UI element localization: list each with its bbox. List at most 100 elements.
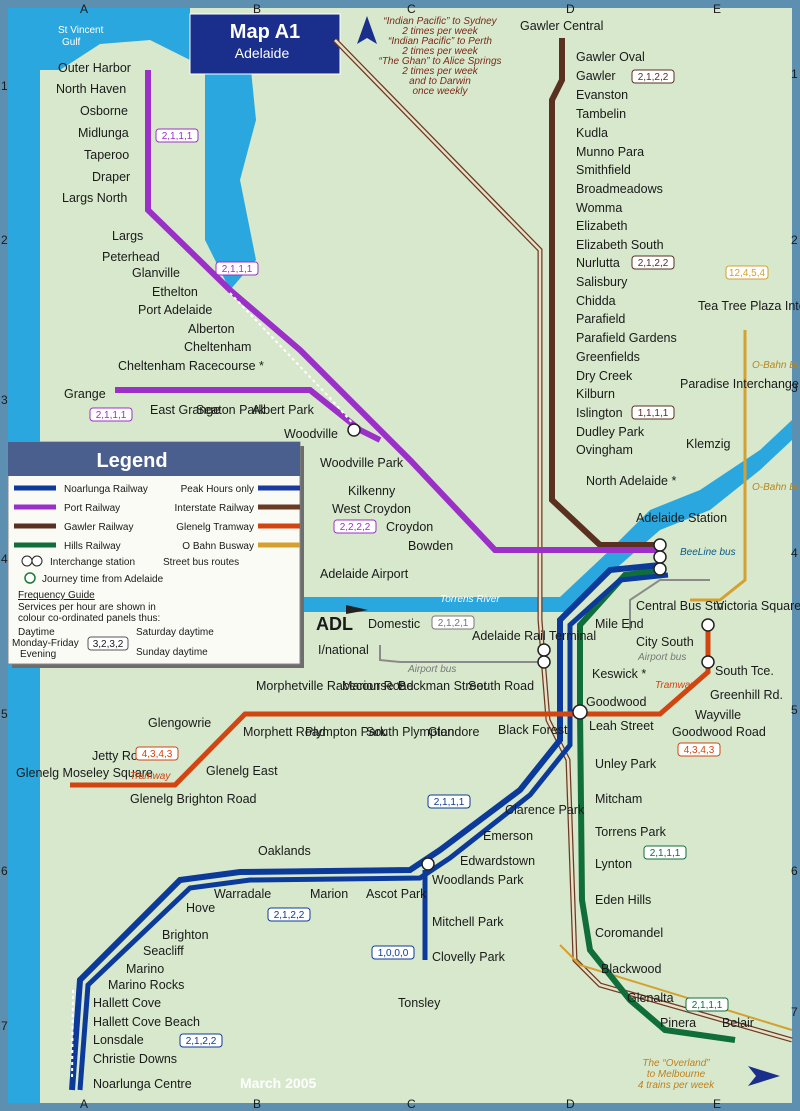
station-woodville_line-2[interactable]: West Croydon: [332, 502, 411, 516]
station-city-0[interactable]: Adelaide Station: [636, 511, 727, 525]
station-tram-2[interactable]: Glenelg Brighton Road: [130, 792, 257, 806]
station-city-2[interactable]: Mile End: [595, 617, 644, 631]
station-port-5[interactable]: Draper: [92, 170, 130, 184]
station-port-3[interactable]: Midlunga: [78, 126, 129, 140]
station-gawler-1[interactable]: Gawler Oval: [576, 50, 645, 64]
station-city-1[interactable]: Adelaide Rail Terminal: [472, 629, 596, 643]
interchange-adelaide-2[interactable]: [653, 550, 667, 564]
station-city-3[interactable]: Keswick *: [592, 667, 646, 681]
station-city_misc-6[interactable]: Goodwood Road: [672, 725, 766, 739]
interchange-rail-terminal-2[interactable]: [537, 655, 551, 669]
station-airport-2[interactable]: I/national: [318, 643, 369, 657]
station-gawler-23[interactable]: North Adelaide *: [586, 474, 676, 488]
interchange-rail-terminal[interactable]: [537, 643, 551, 657]
station-grange-1[interactable]: East Grange: [150, 403, 220, 417]
station-tram-13[interactable]: Black Forest: [498, 723, 568, 737]
station-grange-4[interactable]: Woodville: [284, 427, 338, 441]
station-tram-6[interactable]: Morphett Road: [243, 725, 326, 739]
station-noarlunga-6[interactable]: Marion: [310, 887, 348, 901]
station-tonsley-0[interactable]: Mitchell Park: [432, 915, 504, 929]
station-gawler-19[interactable]: Kilburn: [576, 387, 615, 401]
station-gawler-21[interactable]: Dudley Park: [576, 425, 645, 439]
station-noarlunga-5[interactable]: Ascot Park: [366, 887, 427, 901]
station-city_misc-0[interactable]: Central Bus Stn: [636, 599, 724, 613]
station-noarlunga-14[interactable]: Hallett Cove Beach: [93, 1015, 200, 1029]
station-gawler-10[interactable]: Elizabeth: [576, 219, 627, 233]
station-gawler-8[interactable]: Broadmeadows: [576, 182, 663, 196]
station-airport-1[interactable]: Domestic: [368, 617, 420, 631]
station-port-1[interactable]: North Haven: [56, 82, 126, 96]
station-noarlunga-9[interactable]: Brighton: [162, 928, 209, 942]
station-city_misc-2[interactable]: Victoria Square: [716, 599, 800, 613]
station-gawler-13[interactable]: Salisbury: [576, 275, 628, 289]
station-gawler-16[interactable]: Parafield Gardens: [576, 331, 677, 345]
station-port-12[interactable]: Alberton: [188, 322, 235, 336]
interchange-goodwood[interactable]: [572, 704, 588, 720]
station-gawler-9[interactable]: Womma: [576, 201, 622, 215]
station-gawler-14[interactable]: Chidda: [576, 294, 616, 308]
station-noarlunga-17[interactable]: Noarlunga Centre: [93, 1077, 192, 1091]
station-hills-8[interactable]: Pinera: [660, 1016, 696, 1030]
station-tram-4[interactable]: Glenelg East: [206, 764, 278, 778]
station-tram-3[interactable]: Glengowrie: [148, 716, 211, 730]
station-noarlunga-2[interactable]: Edwardstown: [460, 854, 535, 868]
interchange-adelaide-1[interactable]: [653, 538, 667, 552]
station-obahn-0[interactable]: Tea Tree Plaza Interchange: [698, 299, 800, 313]
interchange-woodville[interactable]: [347, 423, 361, 437]
station-obahn-1[interactable]: Paradise Interchange: [680, 377, 799, 391]
station-tram-7[interactable]: Marion Road: [342, 679, 414, 693]
station-hills-1[interactable]: Mitcham: [595, 792, 642, 806]
station-gawler-18[interactable]: Dry Creek: [576, 369, 633, 383]
station-gawler-0[interactable]: Gawler Central: [520, 19, 603, 33]
station-noarlunga-1[interactable]: Emerson: [483, 829, 533, 843]
station-gawler-3[interactable]: Evanston: [576, 88, 628, 102]
station-tram-8[interactable]: Plympton Park: [305, 725, 387, 739]
station-hills-4[interactable]: Eden Hills: [595, 893, 651, 907]
station-gawler-20[interactable]: Islington: [576, 406, 623, 420]
station-tram-5[interactable]: Morphetville Racecourse *: [256, 679, 402, 693]
station-hills-5[interactable]: Coromandel: [595, 926, 663, 940]
station-gawler-11[interactable]: Elizabeth South: [576, 238, 664, 252]
station-woodville_line-4[interactable]: Bowden: [408, 539, 453, 553]
station-woodville_line-0[interactable]: Woodville Park: [320, 456, 404, 470]
station-hills-7[interactable]: Glenalta: [627, 991, 674, 1005]
station-tram-10[interactable]: South Plympton: [366, 725, 454, 739]
station-port-2[interactable]: Osborne: [80, 104, 128, 118]
interchange-adelaide-3[interactable]: [653, 562, 667, 576]
station-noarlunga-4[interactable]: Oaklands: [258, 844, 311, 858]
station-noarlunga-13[interactable]: Hallett Cove: [93, 996, 161, 1010]
station-port-8[interactable]: Peterhead: [102, 250, 160, 264]
station-noarlunga-8[interactable]: Hove: [186, 901, 215, 915]
station-hills-9[interactable]: Belair: [722, 1016, 754, 1030]
station-gawler-17[interactable]: Greenfields: [576, 350, 640, 364]
station-tonsley-1[interactable]: Clovelly Park: [432, 950, 506, 964]
station-port-6[interactable]: Largs North: [62, 191, 127, 205]
station-gawler-4[interactable]: Tambelin: [576, 107, 626, 121]
station-hills-2[interactable]: Torrens Park: [595, 825, 667, 839]
station-noarlunga-10[interactable]: Seacliff: [143, 944, 184, 958]
station-noarlunga-3[interactable]: Woodlands Park: [432, 873, 524, 887]
station-noarlunga-0[interactable]: Clarence Park: [505, 803, 585, 817]
station-airport-0[interactable]: Adelaide Airport: [320, 567, 409, 581]
station-woodville_line-1[interactable]: Kilkenny: [348, 484, 396, 498]
station-port-13[interactable]: Cheltenham: [184, 340, 251, 354]
station-grange-3[interactable]: Albert Park: [252, 403, 315, 417]
station-city_misc-3[interactable]: South Tce.: [715, 664, 774, 678]
station-tonsley-2[interactable]: Tonsley: [398, 996, 441, 1010]
station-port-14[interactable]: Cheltenham Racecourse *: [118, 359, 264, 373]
station-city_misc-4[interactable]: Greenhill Rd.: [710, 688, 783, 702]
station-noarlunga-7[interactable]: Warradale: [214, 887, 271, 901]
station-city-5[interactable]: Leah Street: [589, 719, 654, 733]
station-grange-0[interactable]: Grange: [64, 387, 106, 401]
station-gawler-7[interactable]: Smithfield: [576, 163, 631, 177]
station-port-0[interactable]: Outer Harbor: [58, 61, 131, 75]
station-obahn-2[interactable]: Klemzig: [686, 437, 731, 451]
station-port-4[interactable]: Taperoo: [84, 148, 129, 162]
station-port-9[interactable]: Glanville: [132, 266, 180, 280]
station-port-7[interactable]: Largs: [112, 229, 143, 243]
station-woodville_line-3[interactable]: Croydon: [386, 520, 433, 534]
station-port-10[interactable]: Ethelton: [152, 285, 198, 299]
station-noarlunga-16[interactable]: Christie Downs: [93, 1052, 177, 1066]
station-noarlunga-11[interactable]: Marino: [126, 962, 164, 976]
interchange-woodlands-park[interactable]: [421, 857, 435, 871]
